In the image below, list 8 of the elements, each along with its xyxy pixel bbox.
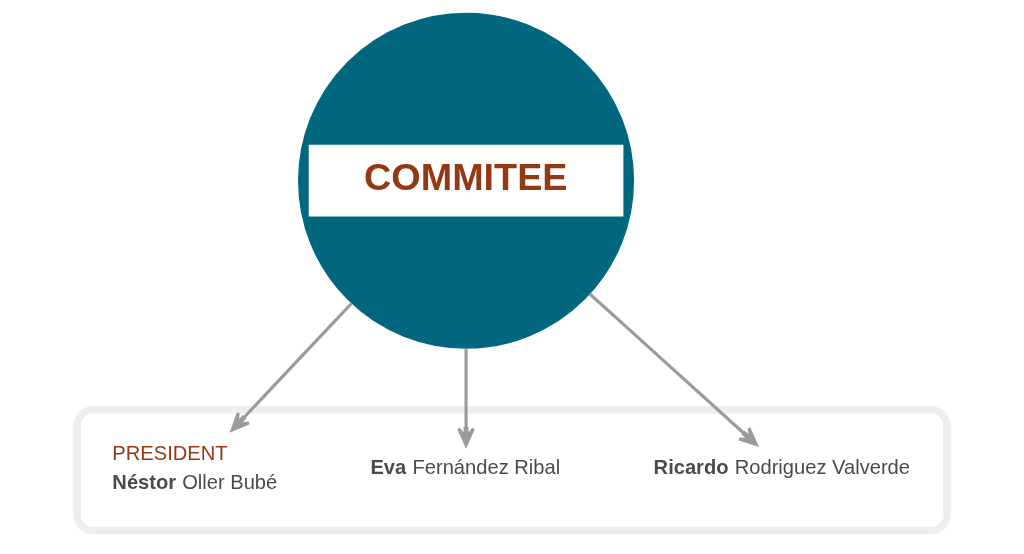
cluster — [73, 406, 951, 535]
node-text: Eva Fernández Ribal — [370, 455, 561, 478]
arrow — [588, 292, 758, 447]
arrow — [457, 348, 475, 447]
node-text: Ricardo Rodriguez Valverde — [653, 455, 910, 478]
arrow — [230, 302, 353, 432]
node-circle: COMMITEE — [298, 12, 635, 349]
node-text: PRESIDENT Néstor Oller Bubé — [112, 441, 278, 493]
